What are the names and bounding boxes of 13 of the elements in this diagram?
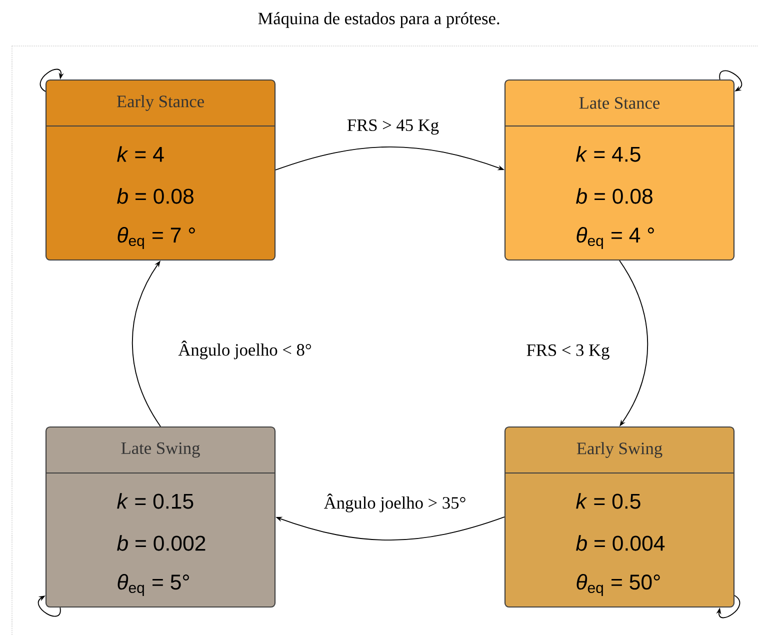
title: Máquina de estados para a prótese. xyxy=(258,12,500,28)
loop-arrow xyxy=(716,595,740,618)
loop-arrow xyxy=(40,68,64,92)
edge-label: FRS > 45 Kg xyxy=(346,118,440,136)
state-box: Late Stance k = 4.5 b = 0.08 θ$_{eq}$ = 4 ° xyxy=(504,79,735,261)
state-box: Early Swing k = 0.5 b = 0.004 θ$_{eq}$ = 50° xyxy=(504,426,735,608)
edge-label: Ângulo joelho > 35° xyxy=(322,492,468,514)
state-box: Late Swing k = 0.15 b = 0.002 θ$_{eq}$ = 5° xyxy=(45,426,276,608)
loop-arrow xyxy=(719,70,742,92)
state-box: Early Stance k = 4 b = 0.08 θ$_{eq}$ = 7 ° xyxy=(45,79,276,261)
edge-label: Ângulo joelho < 8° xyxy=(176,339,314,361)
loop-arrow xyxy=(38,596,61,617)
edge-label: FRS < 3 Kg xyxy=(524,343,612,361)
